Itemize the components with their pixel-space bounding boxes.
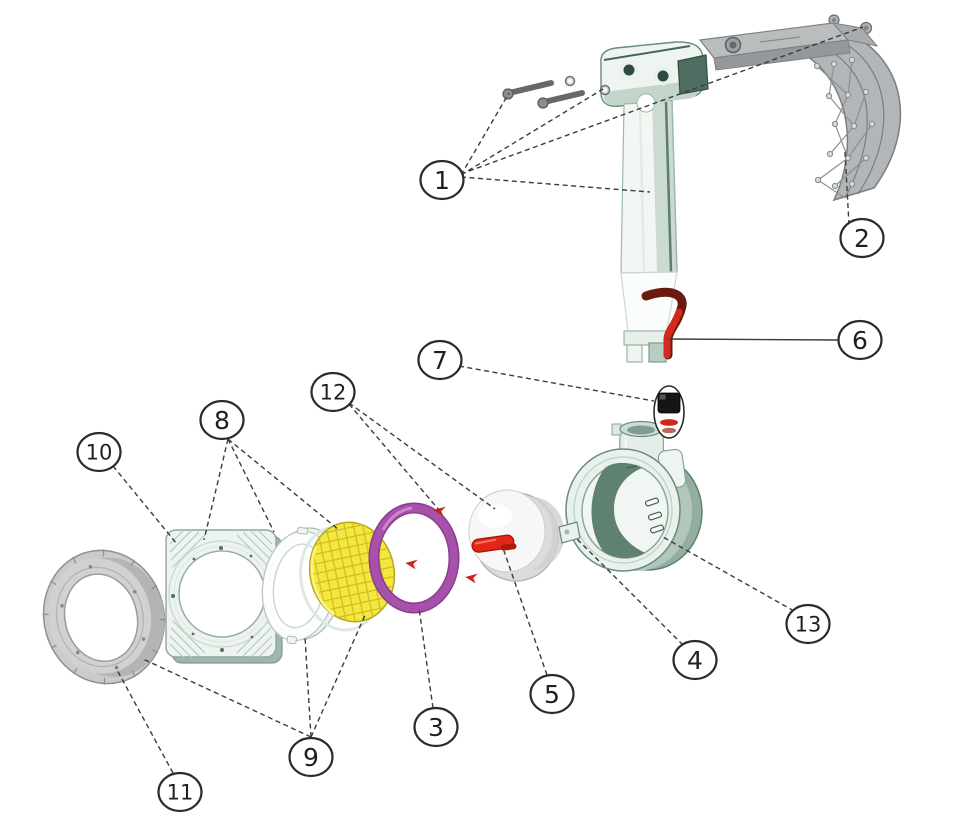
callout-2-circle — [839, 217, 885, 259]
lamp-unit — [471, 534, 517, 553]
callout-2: 2 — [839, 151, 885, 259]
leader-line-1 — [460, 26, 864, 175]
callout-4-circle — [672, 639, 718, 681]
callout-8-number: 8 — [214, 406, 230, 435]
callout-5-number: 5 — [544, 680, 560, 709]
part-o-ring — [368, 502, 460, 614]
callout-5: 5 — [503, 550, 575, 715]
callout-8: 8 — [199, 399, 340, 541]
part-cable-connector — [653, 385, 685, 439]
callout-9-circle — [288, 736, 334, 778]
part-curved-rack — [677, 14, 902, 202]
fixing-screws — [502, 75, 611, 109]
callout-1: 1 — [419, 26, 864, 201]
part-niche-housing — [558, 420, 703, 572]
leader-line-1 — [460, 88, 604, 176]
callout-7-circle — [417, 339, 463, 381]
callout-10-circle — [76, 431, 122, 473]
callout-13-circle — [785, 603, 831, 645]
leader-line-8 — [227, 438, 275, 533]
callout-7-number: 7 — [432, 346, 448, 375]
leader-line-12 — [348, 402, 496, 510]
callout-6: 6 — [668, 319, 883, 361]
callout-6-number: 6 — [852, 326, 868, 355]
leader-line-2 — [844, 151, 850, 226]
leader-line-7 — [458, 365, 655, 402]
callout-3-number: 3 — [428, 713, 444, 742]
part-lamp-dome — [468, 489, 565, 582]
callout-8-circle — [199, 399, 245, 441]
leader-line-9 — [142, 658, 312, 738]
callout-11-number: 11 — [167, 781, 194, 805]
clamp-ring-dots — [60, 564, 146, 670]
rack-nodes — [813, 56, 876, 190]
housing-slots — [644, 497, 665, 534]
callout-4: 4 — [576, 538, 718, 681]
leader-line-10 — [112, 465, 178, 545]
red-arrow-icon — [465, 573, 478, 584]
callout-9-number: 9 — [303, 743, 319, 772]
position-marker-arrows — [405, 506, 478, 584]
callout-3: 3 — [413, 607, 459, 748]
grid-lens-mesh — [300, 514, 404, 630]
callout-6-circle — [837, 319, 883, 361]
red-arrow-icon — [405, 559, 418, 570]
housing-left-tab — [558, 521, 581, 544]
part-clamp-ring — [42, 549, 166, 685]
callout-11-circle — [157, 771, 203, 813]
callout-2-number: 2 — [854, 224, 870, 253]
callout-10-number: 10 — [86, 441, 113, 465]
callout-12-number: 12 — [320, 381, 347, 405]
leader-line-12 — [348, 403, 440, 511]
callout-10: 10 — [76, 431, 178, 545]
callout-1-circle — [419, 159, 465, 201]
leader-line-1 — [460, 176, 651, 193]
leader-line-3 — [418, 607, 434, 709]
leader-line-1 — [460, 92, 510, 176]
leader-line-9 — [304, 636, 312, 738]
callout-12: 12 — [310, 371, 496, 511]
callout-1-number: 1 — [434, 166, 450, 195]
callout-5-circle — [529, 673, 575, 715]
callout-9: 9 — [142, 612, 367, 778]
callout-11: 11 — [115, 667, 203, 813]
callout-13-number: 13 — [795, 613, 822, 637]
leader-line-6 — [668, 338, 839, 341]
leader-line-11 — [115, 667, 174, 774]
red-arrow-icon — [433, 506, 446, 517]
leader-line-9 — [310, 612, 367, 738]
clamp-ring-notches — [42, 549, 166, 685]
callout-3-circle — [413, 706, 459, 748]
rack-lattice — [816, 59, 873, 199]
leader-line-8 — [227, 438, 340, 531]
leader-line-5 — [503, 550, 548, 676]
callout-4-number: 4 — [687, 646, 703, 675]
callout-12-circle — [310, 371, 356, 413]
callout-13: 13 — [662, 536, 831, 645]
leader-line-8 — [203, 438, 229, 541]
part-power-cable — [641, 287, 687, 360]
leader-line-13 — [662, 536, 795, 612]
callout-7: 7 — [417, 339, 655, 402]
part-mounting-column — [502, 41, 705, 363]
plate-screw-dots — [171, 546, 275, 652]
